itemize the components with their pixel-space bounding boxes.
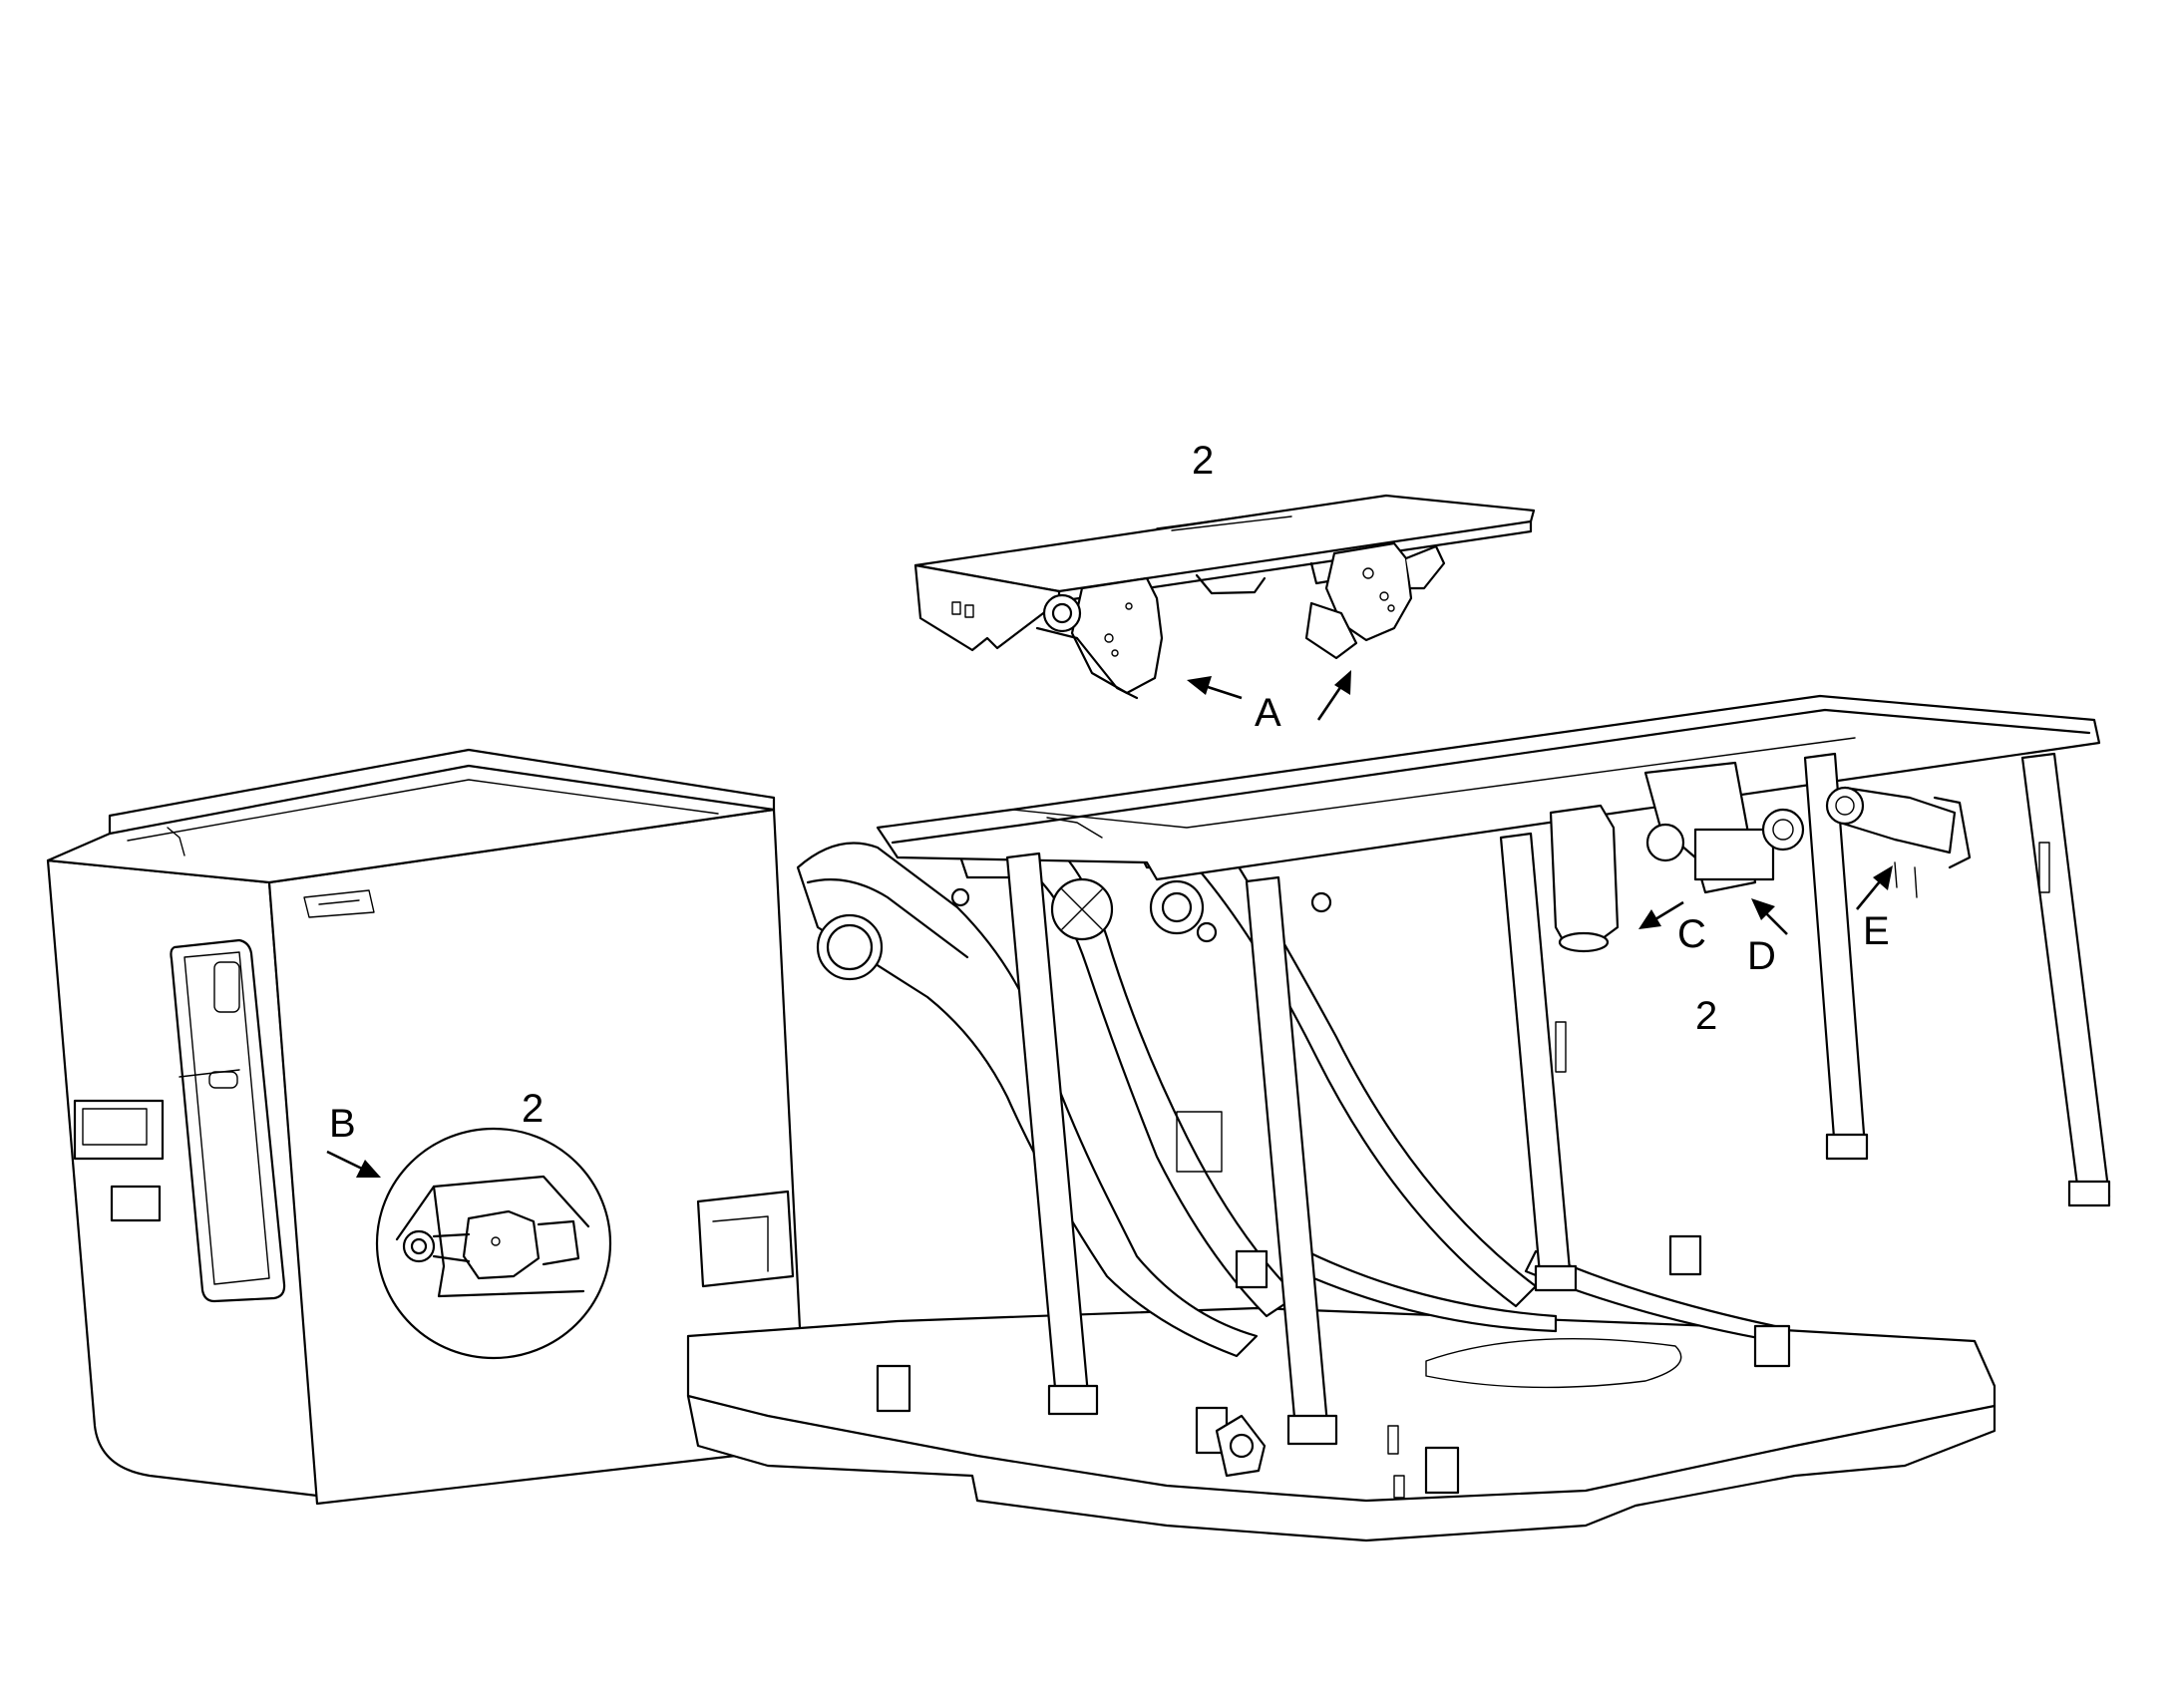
callout-arrows (326, 670, 1893, 1178)
callout-label-a: A (1255, 691, 1281, 735)
cab-enclosure (46, 748, 808, 1506)
callout-label-2-right: 2 (1695, 994, 1717, 1038)
callout-label-2-left: 2 (522, 1087, 544, 1131)
top-platform-assembly (913, 494, 1536, 700)
main-frame (686, 694, 2111, 1542)
callout-label-e: E (1863, 909, 1890, 953)
callout-label-c: C (1677, 912, 1706, 956)
callout-label-b: B (329, 1102, 356, 1146)
callout-label-d: D (1747, 934, 1776, 978)
callout-label-2-top: 2 (1192, 439, 1214, 483)
